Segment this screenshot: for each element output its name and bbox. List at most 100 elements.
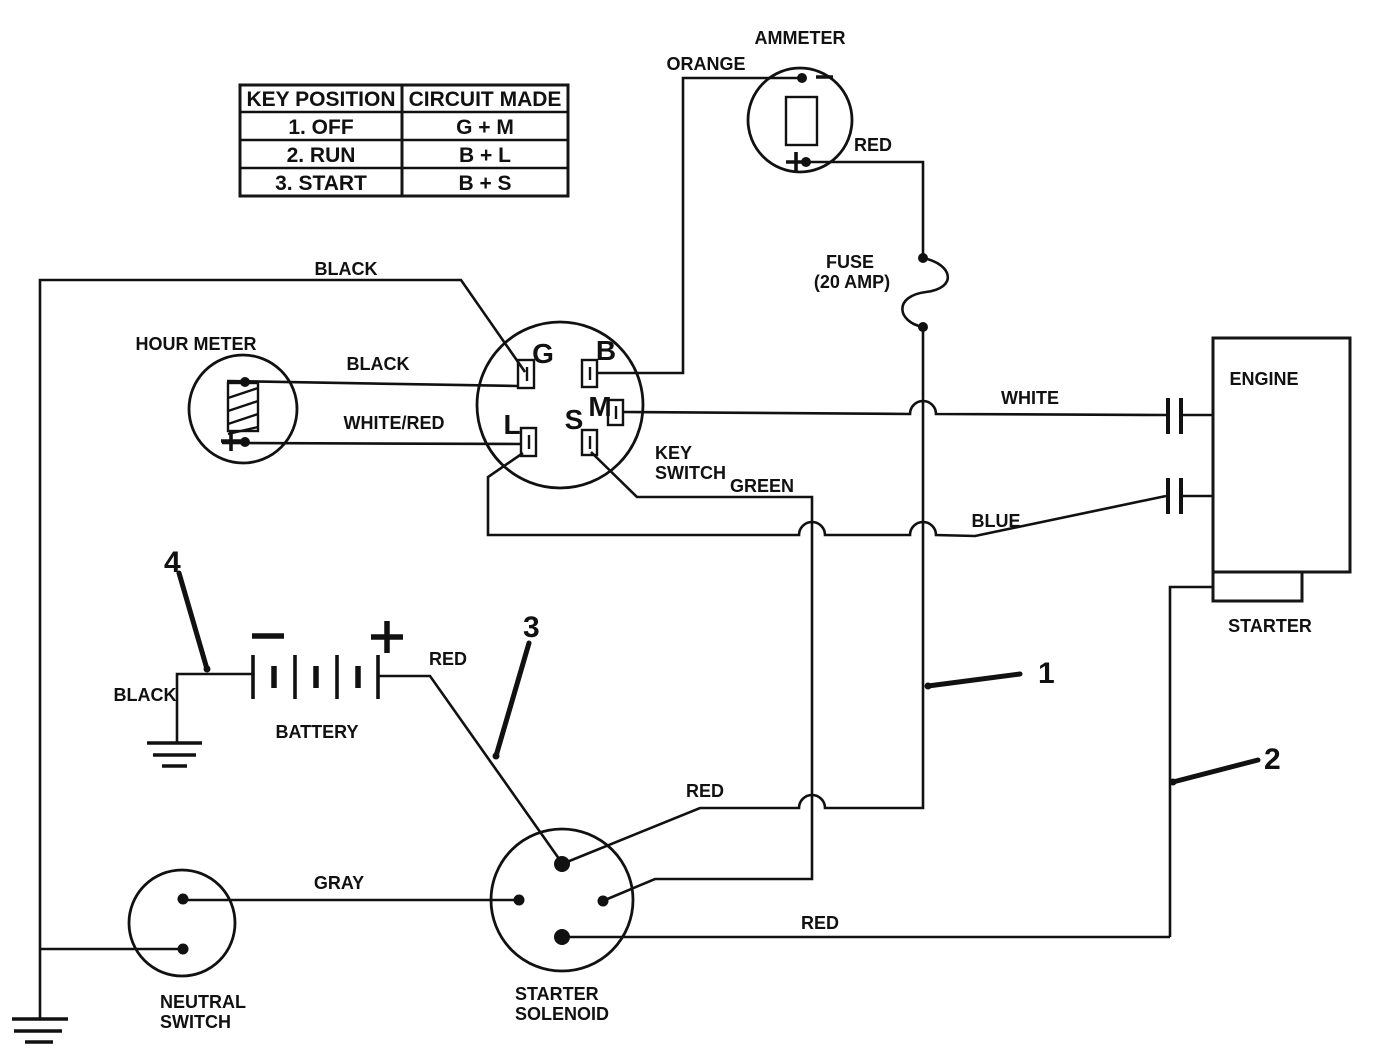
- fuse: FUSE (20 AMP): [814, 252, 950, 332]
- key-position-table: KEY POSITION CIRCUIT MADE 1. OFF G + M 2…: [238, 83, 570, 198]
- wire-label-black: BLACK: [315, 259, 378, 279]
- callout-2-tip: [1169, 778, 1177, 786]
- neutral-switch-label-line1: NEUTRAL: [160, 992, 246, 1012]
- white-wire-path: [622, 399, 1167, 417]
- ammeter-body: [746, 66, 854, 174]
- starter-solenoid-label-line2: SOLENOID: [515, 1004, 609, 1024]
- red-wire-path: [806, 160, 925, 258]
- terminal-label-b: B: [596, 335, 616, 366]
- white-red-wire: WHITE/RED: [221, 413, 522, 446]
- wire-label-black: BLACK: [347, 354, 410, 374]
- wire-label-black: BLACK: [114, 685, 177, 705]
- callout-1-tip: [924, 682, 932, 690]
- wire-label-gray: GRAY: [314, 873, 364, 893]
- neutral-switch-body: [127, 868, 237, 978]
- black-ground-wire: BLACK: [12, 259, 527, 1044]
- green-wire: GREEN: [590, 451, 814, 902]
- solenoid-battery-terminal: [554, 856, 570, 872]
- wire-label-green: GREEN: [730, 476, 794, 496]
- hour-meter-label: HOUR METER: [136, 334, 257, 354]
- fuse-label: FUSE: [826, 252, 874, 272]
- table-cell-circuit: G + M: [456, 116, 514, 139]
- terminal-label-s: S: [565, 404, 584, 435]
- table-cell-circuit: B + S: [458, 172, 511, 195]
- ammeter-element: [784, 95, 819, 147]
- orange-wire: ORANGE: [597, 54, 802, 375]
- fuse-element: [901, 256, 950, 329]
- fuse-rating-label: (20 AMP): [814, 272, 890, 292]
- orange-wire-path: [597, 76, 802, 375]
- callout-3-pointer: [493, 640, 532, 759]
- callout-3-tip: [492, 752, 500, 760]
- blue-wire-path: [486, 451, 1167, 538]
- coil-hatch: [227, 425, 259, 436]
- callouts: 1 2 3 4: [164, 546, 1281, 786]
- hour-meter: HOUR METER: [136, 334, 299, 465]
- white-wire: WHITE: [622, 388, 1213, 417]
- callout-4-label: 4: [164, 546, 181, 579]
- wire-label-red: RED: [801, 913, 839, 933]
- callout-4-pointer: [176, 570, 210, 672]
- callout-1-pointer: [925, 671, 1023, 689]
- starter-wire-path: [1168, 585, 1213, 937]
- wire-label-orange: ORANGE: [666, 54, 745, 74]
- black-hour-meter-wire: BLACK: [226, 354, 519, 388]
- callout-1-label: 1: [1038, 657, 1055, 690]
- white-red-wire-path: [221, 441, 522, 446]
- wire-label-white-red: WHITE/RED: [344, 413, 445, 433]
- red-starter-wire: RED: [562, 913, 1170, 939]
- table-header-circuit-made: CIRCUIT MADE: [409, 88, 562, 111]
- hour-meter-body: [187, 353, 299, 465]
- solenoid-right-terminal: [597, 895, 609, 907]
- terminal-g: [516, 358, 536, 390]
- red-ammeter-wire: RED: [806, 135, 925, 258]
- callout-2-label: 2: [1264, 743, 1281, 776]
- table-cell-circuit: B + L: [459, 144, 511, 167]
- callout-3-label: 3: [523, 611, 540, 644]
- neutral-switch-terminal: [177, 943, 189, 955]
- blue-wire: BLUE: [486, 451, 1213, 538]
- table-cell-position: 2. RUN: [287, 144, 356, 167]
- battery: BATTERY BLACK RED: [114, 621, 564, 864]
- black-wire-path: [38, 278, 527, 1019]
- key-switch-label-line2: SWITCH: [655, 463, 726, 483]
- terminal-l: [519, 426, 538, 458]
- solenoid-left-terminal: [513, 894, 525, 906]
- starter-solenoid: STARTER SOLENOID: [489, 827, 635, 1024]
- coil-hatch: [227, 399, 259, 413]
- battery-label: BATTERY: [276, 722, 359, 742]
- ammeter-label: AMMETER: [755, 28, 846, 48]
- wire-label-blue: BLUE: [972, 511, 1021, 531]
- wire-label-red: RED: [429, 649, 467, 669]
- battery-negative-wire: [175, 672, 253, 743]
- terminal-label-g: G: [532, 338, 554, 369]
- ammeter: AMMETER: [746, 28, 854, 174]
- starter-body: [1211, 570, 1304, 603]
- neutral-switch-label-line2: SWITCH: [160, 1012, 231, 1032]
- engine: ENGINE STARTER: [1166, 336, 1352, 937]
- table-cell-position: 3. START: [275, 172, 367, 195]
- callout-4-tip: [203, 665, 211, 673]
- coil-hatch: [227, 386, 259, 400]
- table-header-key-position: KEY POSITION: [247, 88, 396, 111]
- key-switch-body: [475, 320, 645, 490]
- terminal-s: [580, 428, 599, 457]
- terminal-label-m: M: [588, 391, 611, 422]
- green-wire-path: [590, 451, 814, 902]
- terminal-b: [580, 358, 599, 389]
- engine-label: ENGINE: [1229, 369, 1298, 389]
- battery-positive-wire: [378, 674, 564, 864]
- key-switch: G B M S L KEY SWITCH: [475, 320, 726, 490]
- black-wire-path: [226, 379, 519, 388]
- starter-label: STARTER: [1228, 616, 1312, 636]
- wire-label-red: RED: [854, 135, 892, 155]
- wire-label-red: RED: [686, 781, 724, 801]
- terminal-label-l: L: [503, 409, 520, 440]
- coil-hatch: [227, 412, 259, 426]
- starter-solenoid-label-line1: STARTER: [515, 984, 599, 1004]
- table-cell-position: 1. OFF: [288, 116, 354, 139]
- wire-label-white: WHITE: [1001, 388, 1059, 408]
- key-switch-label-line1: KEY: [655, 443, 692, 463]
